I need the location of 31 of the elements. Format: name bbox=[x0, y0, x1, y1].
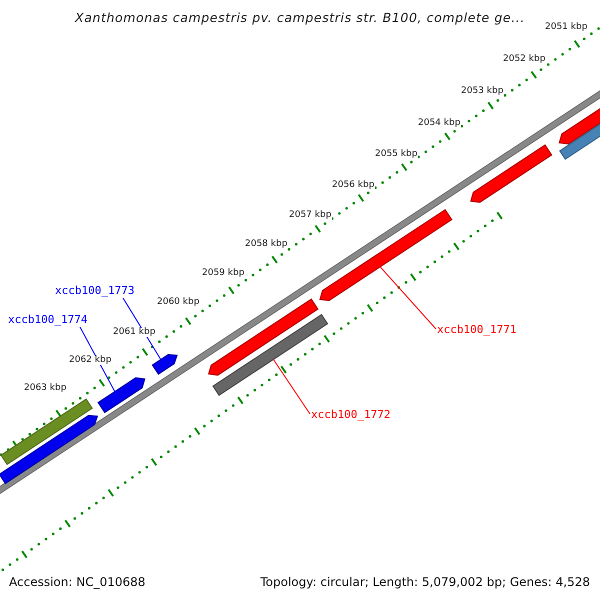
gene-feature bbox=[212, 314, 328, 396]
gene-label: xccb100_1771 bbox=[437, 324, 516, 335]
scale-label: 2061 kbp bbox=[112, 328, 156, 337]
gene-feature bbox=[0, 398, 93, 466]
scale-label: 2052 kbp bbox=[502, 55, 546, 64]
leader-line bbox=[122, 298, 162, 360]
scale-label: 2057 kbp bbox=[288, 211, 332, 220]
scale-label: 2053 kbp bbox=[460, 87, 504, 96]
leader-line bbox=[380, 266, 436, 330]
gene-feature bbox=[97, 377, 146, 414]
gene-label: xccb100_1773 bbox=[55, 285, 134, 296]
scale-label: 2058 kbp bbox=[244, 240, 288, 249]
leader-line bbox=[272, 358, 310, 414]
scale-label: 2062 kbp bbox=[68, 356, 112, 365]
gene-label: xccb100_1774 bbox=[8, 314, 88, 325]
scale-label: 2055 kbp bbox=[374, 150, 418, 159]
gene-feature bbox=[152, 354, 178, 375]
gene-feature bbox=[0, 414, 98, 484]
gene-feature bbox=[208, 298, 319, 376]
scale-label: 2059 kbp bbox=[201, 269, 246, 278]
gene-feature bbox=[470, 144, 552, 203]
scale-label: 2051 kbp bbox=[544, 23, 588, 32]
scale-label: 2063 kbp bbox=[23, 384, 68, 393]
topology-text: Topology: circular; Length: 5,079,002 bp; Genes: 4,528 bbox=[260, 576, 590, 588]
gene-label: xccb100_1772 bbox=[311, 409, 390, 420]
leader-line bbox=[80, 326, 116, 392]
accession-text: Accession: NC_010688 bbox=[9, 576, 146, 588]
scale-label: 2054 kbp bbox=[417, 119, 462, 128]
scale-label: 2056 kbp bbox=[331, 181, 376, 190]
scale-label: 2060 kbp bbox=[156, 298, 200, 307]
title: Xanthomonas campestris pv. campestris str. B100, complete ge... bbox=[74, 12, 526, 24]
